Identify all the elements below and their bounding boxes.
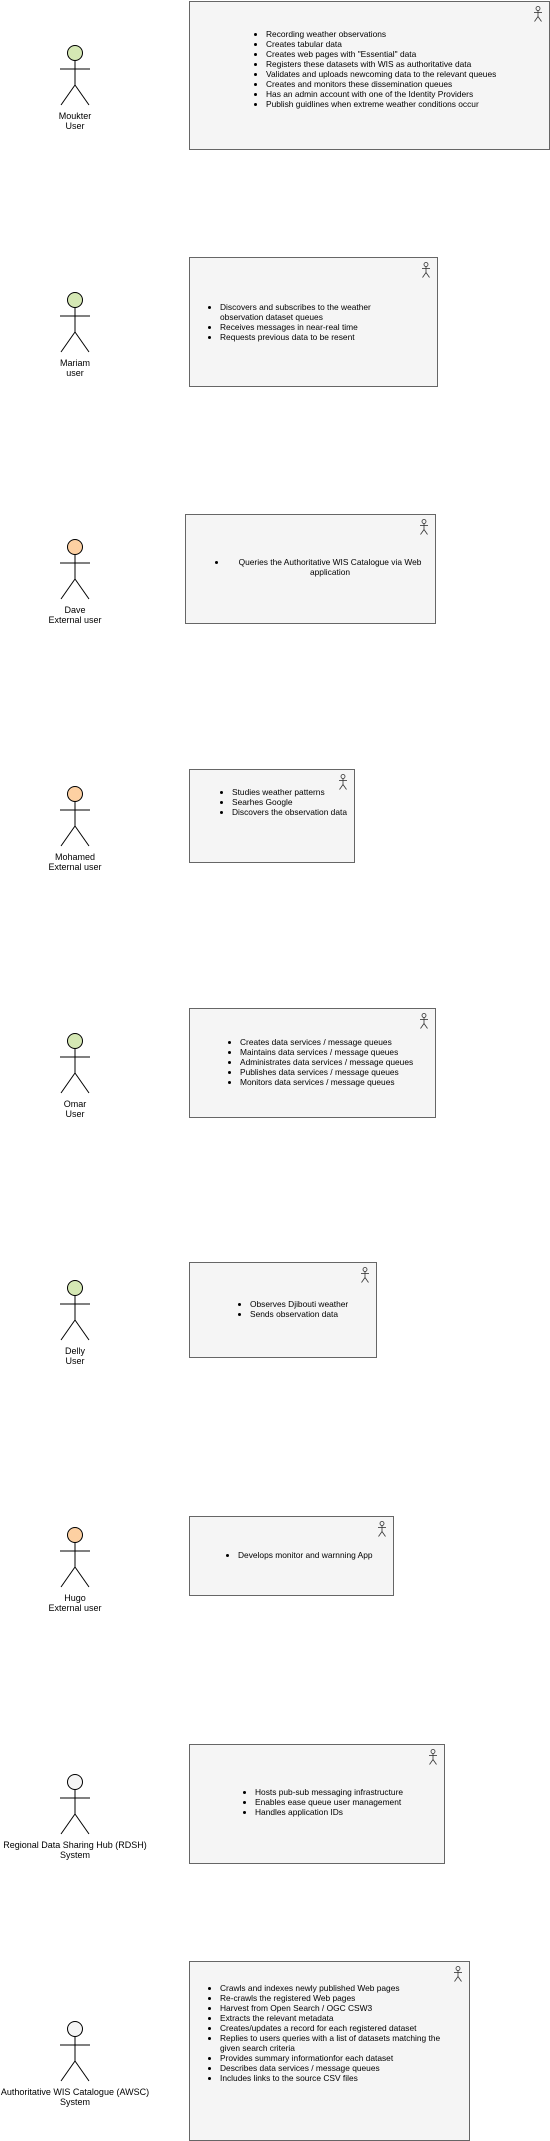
actor-badge-icon bbox=[429, 1749, 437, 1765]
responsibility-item: Searhes Google bbox=[232, 797, 348, 807]
stick-figure-icon bbox=[60, 1774, 90, 1835]
responsibility-card-dave[interactable]: Queries the Authoritative WIS Catalogue … bbox=[185, 514, 436, 624]
actor-badge-icon bbox=[534, 6, 542, 22]
actor-role: System bbox=[59, 2097, 90, 2107]
responsibility-card-mohamed[interactable]: Studies weather patternsSearhes GoogleDi… bbox=[189, 769, 355, 863]
responsibility-item: Queries the Authoritative WIS Catalogue … bbox=[227, 557, 433, 577]
responsibility-item: Develops monitor and warnning App bbox=[238, 1550, 373, 1560]
actor-label: Dave External user bbox=[0, 605, 175, 625]
responsibility-list: Develops monitor and warnning App bbox=[224, 1550, 373, 1560]
responsibility-item: Handles application IDs bbox=[255, 1807, 403, 1817]
stick-figure-icon bbox=[60, 1280, 90, 1341]
responsibility-card-awsc[interactable]: Crawls and indexes newly published Web p… bbox=[189, 1961, 470, 2141]
actor-badge-icon bbox=[361, 1267, 369, 1283]
responsibility-item: Harvest from Open Search / OGC CSW3 bbox=[220, 2003, 446, 2013]
actor-role: External user bbox=[48, 862, 102, 872]
responsibility-item: Monitors data services / message queues bbox=[240, 1077, 413, 1087]
actor-name: Mohamed bbox=[54, 852, 96, 862]
stick-figure-icon bbox=[60, 786, 90, 847]
actor-badge-icon bbox=[420, 1013, 428, 1029]
actor-name: Regional Data Sharing Hub (RDSH) bbox=[3, 1840, 147, 1850]
actor-label: Authoritative WIS Catalogue (AWSC) Syste… bbox=[0, 2087, 175, 2107]
responsibility-item: Extracts the relevant metadata bbox=[220, 2013, 446, 2023]
actor-name: Authoritative WIS Catalogue (AWSC) bbox=[0, 2087, 150, 2097]
stick-figure-icon bbox=[60, 2021, 90, 2082]
responsibility-card-mariam[interactable]: Discovers and subscribes to the weather … bbox=[189, 257, 438, 387]
responsibility-card-omar[interactable]: Creates data services / message queuesMa… bbox=[189, 1008, 436, 1118]
responsibility-item: Includes links to the source CSV files bbox=[220, 2073, 446, 2083]
responsibility-item: Replies to users queries with a list of … bbox=[220, 2033, 446, 2053]
responsibility-list: Discovers and subscribes to the weather … bbox=[206, 302, 376, 342]
actor-badge-icon bbox=[422, 262, 430, 278]
responsibility-item: Re-crawls the registered Web pages bbox=[220, 1993, 446, 2003]
responsibility-item: Publish guidlines when extreme weather c… bbox=[266, 99, 496, 109]
stick-figure-icon bbox=[60, 45, 90, 106]
actor-role: user bbox=[66, 368, 84, 378]
responsibility-item: Describes data services / message queues bbox=[220, 2063, 446, 2073]
actor-name: Moukter bbox=[58, 111, 92, 121]
actor-label: Moukter User bbox=[0, 111, 175, 131]
actor-role: User bbox=[65, 121, 85, 131]
responsibility-list: Queries the Authoritative WIS Catalogue … bbox=[213, 557, 433, 577]
stick-figure-icon bbox=[60, 1527, 90, 1588]
actor-role: External user bbox=[48, 615, 102, 625]
actor-label: Regional Data Sharing Hub (RDSH) System bbox=[0, 1840, 175, 1860]
actor-name: Dave bbox=[64, 605, 86, 615]
responsibility-list: Observes Djibouti weatherSends observati… bbox=[236, 1299, 348, 1319]
actor-badge-icon bbox=[339, 774, 347, 790]
actor-name: Omar bbox=[63, 1099, 87, 1109]
responsibility-card-rdsh[interactable]: Hosts pub-sub messaging infrastructureEn… bbox=[189, 1744, 445, 1864]
responsibility-item: Creates data services / message queues bbox=[240, 1037, 413, 1047]
actor-role: User bbox=[65, 1356, 85, 1366]
responsibility-item: Administrates data services / message qu… bbox=[240, 1057, 413, 1067]
actor-name: Mariam bbox=[59, 358, 90, 368]
responsibility-list: Crawls and indexes newly published Web p… bbox=[206, 1983, 446, 2083]
actor-badge-icon bbox=[454, 1966, 462, 1982]
responsibility-item: Sends observation data bbox=[250, 1309, 348, 1319]
responsibility-item: Maintains data services / message queues bbox=[240, 1047, 413, 1057]
responsibility-item: Has an admin account with one of the Ide… bbox=[266, 89, 496, 99]
responsibility-item: Publishes data services / message queues bbox=[240, 1067, 413, 1077]
responsibility-card-hugo[interactable]: Develops monitor and warnning App bbox=[189, 1516, 394, 1596]
responsibility-card-delly[interactable]: Observes Djibouti weatherSends observati… bbox=[189, 1262, 377, 1358]
actor-role: User bbox=[65, 1109, 85, 1119]
actor-badge-icon bbox=[420, 519, 428, 535]
responsibility-list: Hosts pub-sub messaging infrastructureEn… bbox=[241, 1787, 403, 1817]
responsibility-list: Studies weather patternsSearhes GoogleDi… bbox=[218, 787, 348, 817]
actor-name: Hugo bbox=[64, 1593, 86, 1603]
actor-label: Delly User bbox=[0, 1346, 175, 1366]
responsibility-item: Hosts pub-sub messaging infrastructure bbox=[255, 1787, 403, 1797]
responsibility-item: Discovers the observation data bbox=[232, 807, 348, 817]
responsibility-item: Creates web pages with "Essential" data bbox=[266, 49, 496, 59]
responsibility-item: Creates tabular data bbox=[266, 39, 496, 49]
actor-role: External user bbox=[48, 1603, 102, 1613]
stick-figure-icon bbox=[60, 292, 90, 353]
responsibility-item: Recording weather observations bbox=[266, 29, 496, 39]
responsibility-item: Crawls and indexes newly published Web p… bbox=[220, 1983, 446, 1993]
actor-label: Mariam user bbox=[0, 358, 175, 378]
responsibility-item: Creates/updates a record for each regist… bbox=[220, 2023, 446, 2033]
responsibility-item: Provides summary informationfor each dat… bbox=[220, 2053, 446, 2063]
responsibility-item: Requests previous data to be resent bbox=[220, 332, 376, 342]
actor-label: Omar User bbox=[0, 1099, 175, 1119]
responsibility-item: Registers these datasets with WIS as aut… bbox=[266, 59, 496, 69]
stick-figure-icon bbox=[60, 539, 90, 600]
responsibility-item: Creates and monitors these dissemination… bbox=[266, 79, 496, 89]
responsibility-list: Recording weather observationsCreates ta… bbox=[252, 29, 496, 109]
responsibility-item: Discovers and subscribes to the weather … bbox=[220, 302, 376, 322]
actor-label: Mohamed External user bbox=[0, 852, 175, 872]
actor-badge-icon bbox=[378, 1521, 386, 1537]
actor-name: Delly bbox=[64, 1346, 85, 1356]
responsibility-item: Observes Djibouti weather bbox=[250, 1299, 348, 1309]
responsibility-list: Creates data services / message queuesMa… bbox=[226, 1037, 413, 1087]
actor-label: Hugo External user bbox=[0, 1593, 175, 1613]
responsibility-card-moukter[interactable]: Recording weather observationsCreates ta… bbox=[189, 1, 550, 150]
responsibility-item: Studies weather patterns bbox=[232, 787, 348, 797]
responsibility-item: Enables ease queue user management bbox=[255, 1797, 403, 1807]
responsibility-item: Receives messages in near-real time bbox=[220, 322, 376, 332]
responsibility-item: Validates and uploads newcoming data to … bbox=[266, 69, 496, 79]
stick-figure-icon bbox=[60, 1033, 90, 1094]
actor-role: System bbox=[59, 1850, 90, 1860]
